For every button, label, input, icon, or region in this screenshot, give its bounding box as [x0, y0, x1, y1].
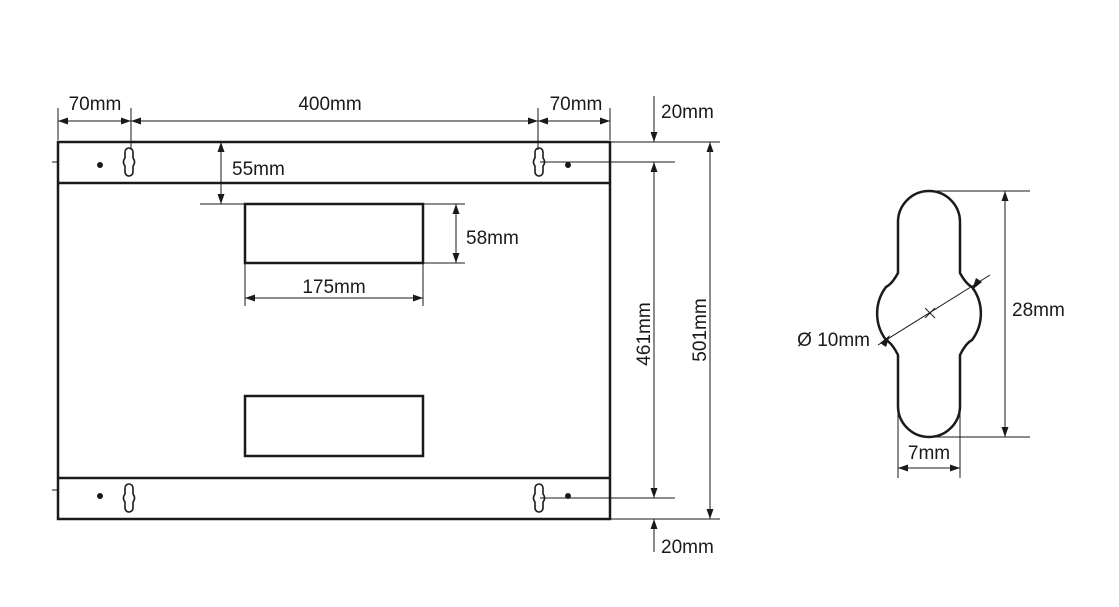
rail-offset-dimension — [200, 142, 245, 205]
keyhole-slot-icon — [122, 147, 546, 513]
side-width-label: 70mm — [69, 94, 122, 115]
inner-height-label: 461mm — [634, 302, 655, 365]
cable-cutout-top — [243, 202, 425, 265]
total-height-label: 501mm — [690, 298, 711, 361]
slot-width-dimension — [897, 406, 961, 478]
cutout-width-label: 175mm — [302, 277, 365, 298]
cutout-height-label: 58mm — [466, 228, 519, 249]
cutout-width-dimension — [244, 263, 424, 306]
slot-length-label: 28mm — [1012, 300, 1065, 321]
height-dimensions — [540, 96, 720, 552]
cable-cutout-bottom — [243, 394, 425, 458]
slot-width-label: 7mm — [908, 443, 950, 464]
wall-panel — [52, 140, 612, 521]
slot-diameter-label: Ø 10mm — [797, 330, 870, 351]
slot-length-dimension — [929, 190, 1030, 438]
top-margin-label: 20mm — [661, 102, 714, 123]
keyhole-detail: Ø 10mm — [797, 189, 991, 439]
side-width-right-label: 70mm — [550, 94, 603, 115]
screw-icon — [97, 162, 571, 499]
bottom-margin-label: 20mm — [661, 537, 714, 558]
width-dimension — [57, 108, 611, 150]
rail-offset-label: 55mm — [232, 159, 285, 180]
center-width-label: 400mm — [298, 94, 361, 115]
cutout-height-dimension — [423, 203, 465, 264]
